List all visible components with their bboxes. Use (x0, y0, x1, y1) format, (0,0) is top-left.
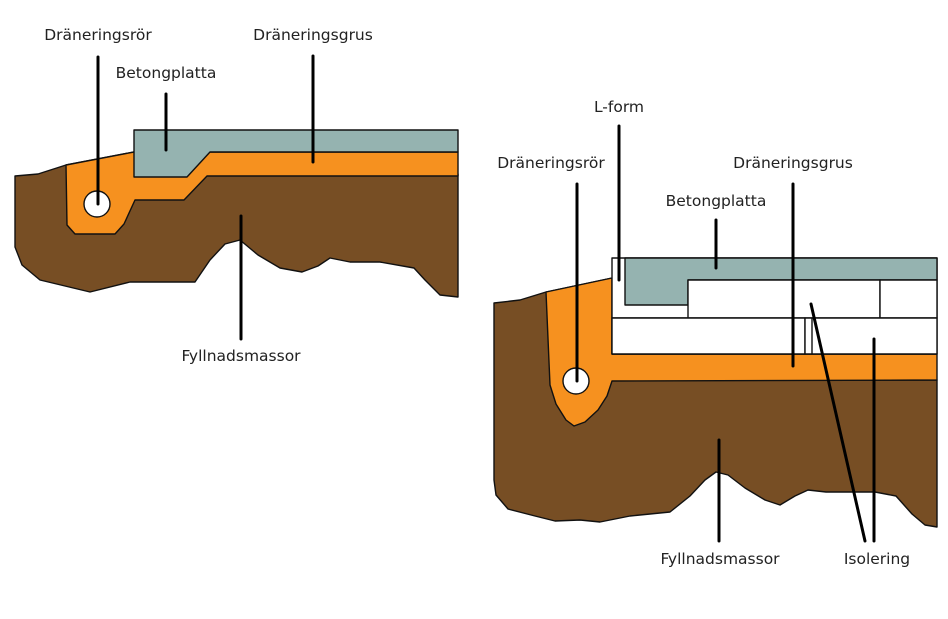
left-label-drain-pipe: Dräneringsrör (44, 26, 152, 44)
right-label-concrete-slab: Betongplatta (666, 192, 767, 210)
right-label-drain-pipe: Dräneringsrör (497, 154, 605, 172)
left-cross-section: Dräneringsrör Betongplatta Dräneringsgru… (14, 26, 459, 365)
left-label-concrete-slab: Betongplatta (116, 64, 217, 82)
right-insulation-upper-right (879, 279, 938, 319)
right-label-fill: Fyllnadsmassor (660, 550, 780, 568)
right-insulation-leader-a (809, 302, 867, 543)
right-cross-section: L-form Dräneringsrör Dräneringsgrus Beto… (493, 98, 938, 568)
left-label-drain-gravel: Dräneringsgrus (253, 26, 373, 44)
left-concrete-slab (133, 129, 459, 178)
right-label-insulation: Isolering (844, 550, 910, 568)
right-insulation-upper-left (687, 279, 881, 319)
right-insulation-lower-right (804, 317, 938, 355)
left-label-fill: Fyllnadsmassor (181, 347, 301, 365)
right-insulation-lower-left (611, 317, 806, 355)
right-label-drain-gravel: Dräneringsgrus (733, 154, 853, 172)
right-label-l-form: L-form (594, 98, 644, 116)
